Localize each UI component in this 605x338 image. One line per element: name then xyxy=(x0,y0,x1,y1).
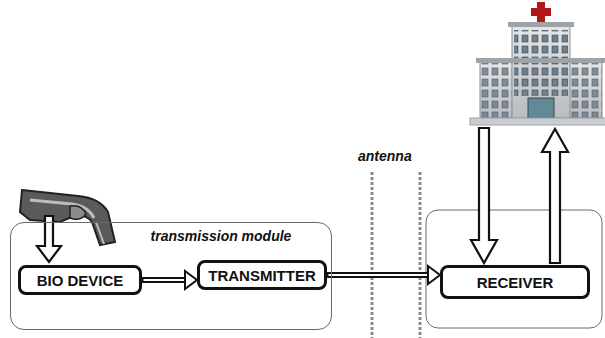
connector-outer xyxy=(142,277,185,283)
antenna-label: antenna xyxy=(356,148,414,164)
node-text: BIO DEVICE xyxy=(31,272,130,289)
connector-arrow xyxy=(142,271,197,289)
connector-inner xyxy=(144,279,187,281)
process-box: RECEIVER xyxy=(440,265,590,299)
node-text: RECEIVER xyxy=(471,274,560,291)
node-text: transmission module xyxy=(11,228,331,244)
process-box: TRANSMITTER xyxy=(197,260,327,290)
connector-inner xyxy=(329,274,430,276)
knee-illustration xyxy=(20,190,115,245)
arrow-head xyxy=(428,266,440,284)
module-box: transmission moduleBIO DEVICE TRANSMITTER xyxy=(10,222,332,330)
arrow-head xyxy=(185,271,197,289)
antenna-lines xyxy=(372,172,420,338)
connector-arrow xyxy=(327,266,440,284)
downlink-arrow xyxy=(471,128,497,263)
process-box: BIO DEVICE xyxy=(18,265,142,295)
hospital-icon xyxy=(470,2,605,125)
uplink-arrow xyxy=(542,129,568,263)
node-text: TRANSMITTER xyxy=(202,267,322,284)
receiver-module xyxy=(426,210,602,328)
connector-outer xyxy=(327,272,428,278)
